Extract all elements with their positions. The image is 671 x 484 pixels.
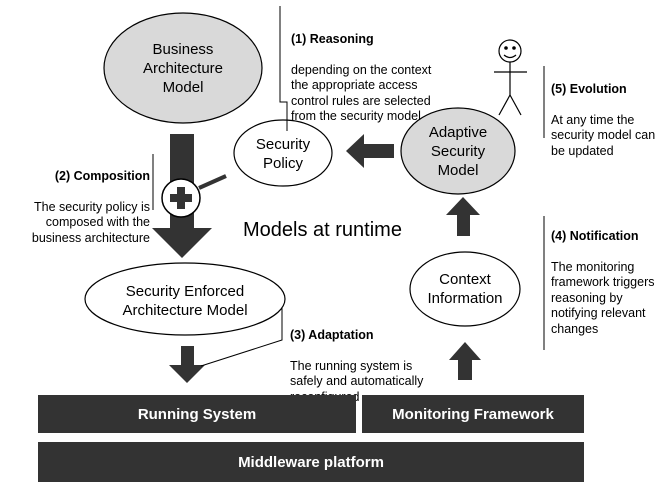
center-title: Models at runtime — [243, 219, 402, 241]
monitoring-up-arrow — [449, 342, 481, 380]
running-system-bar: Running System — [38, 395, 356, 433]
notification-up-arrow — [446, 197, 480, 236]
adaptation-down-arrow — [169, 346, 205, 383]
user-stick-figure — [494, 39, 527, 116]
adaptation-body: The running system is safely and automat… — [290, 358, 424, 404]
context-information-ellipse — [409, 251, 521, 327]
reasoning-body: depending on the context the appropriate… — [291, 62, 432, 124]
notification-title: (4) Notification — [551, 228, 639, 243]
reasoning-title: (1) Reasoning — [291, 31, 374, 46]
reasoning-note: (1) Reasoning depending on the context t… — [291, 16, 461, 125]
composition-body: The security policy is composed with the… — [31, 199, 150, 245]
evolution-body: At any time the security model can be up… — [551, 112, 656, 158]
context-information-label: Context Information — [427, 271, 503, 307]
adaptation-title: (3) Adaptation — [290, 327, 374, 342]
monitoring-framework-bar: Monitoring Framework — [362, 395, 584, 433]
reasoning-connector — [279, 6, 288, 131]
evolution-title: (5) Evolution — [551, 81, 627, 96]
security-policy-ellipse — [233, 119, 333, 187]
notification-note: (4) Notification The monitoring framewor… — [551, 213, 669, 337]
adaptive-security-ellipse — [400, 107, 516, 195]
adaptive-security-label: Adaptive Security Model — [428, 123, 488, 179]
business-architecture-ellipse — [103, 12, 263, 124]
reasoning-left-arrow — [346, 134, 394, 168]
adaptation-note: (3) Adaptation The running system is saf… — [290, 312, 460, 405]
enforced-architecture-label: Security Enforced Architecture Model — [122, 283, 248, 319]
composition-link-line — [198, 174, 227, 190]
composition-note: (2) Composition The security policy is c… — [4, 153, 150, 246]
notification-body: The monitoring framework triggers reason… — [551, 259, 655, 336]
security-policy-label: Security Policy — [255, 136, 311, 172]
adaptation-connector — [200, 308, 283, 367]
business-architecture-label: Business Architecture Model — [142, 40, 224, 96]
middleware-platform-bar: Middleware platform — [38, 442, 584, 482]
composition-title: (2) Composition — [54, 168, 150, 183]
enforced-architecture-ellipse — [84, 262, 286, 336]
plus-sign — [170, 187, 192, 209]
evolution-note: (5) Evolution At any time the security m… — [551, 66, 669, 159]
